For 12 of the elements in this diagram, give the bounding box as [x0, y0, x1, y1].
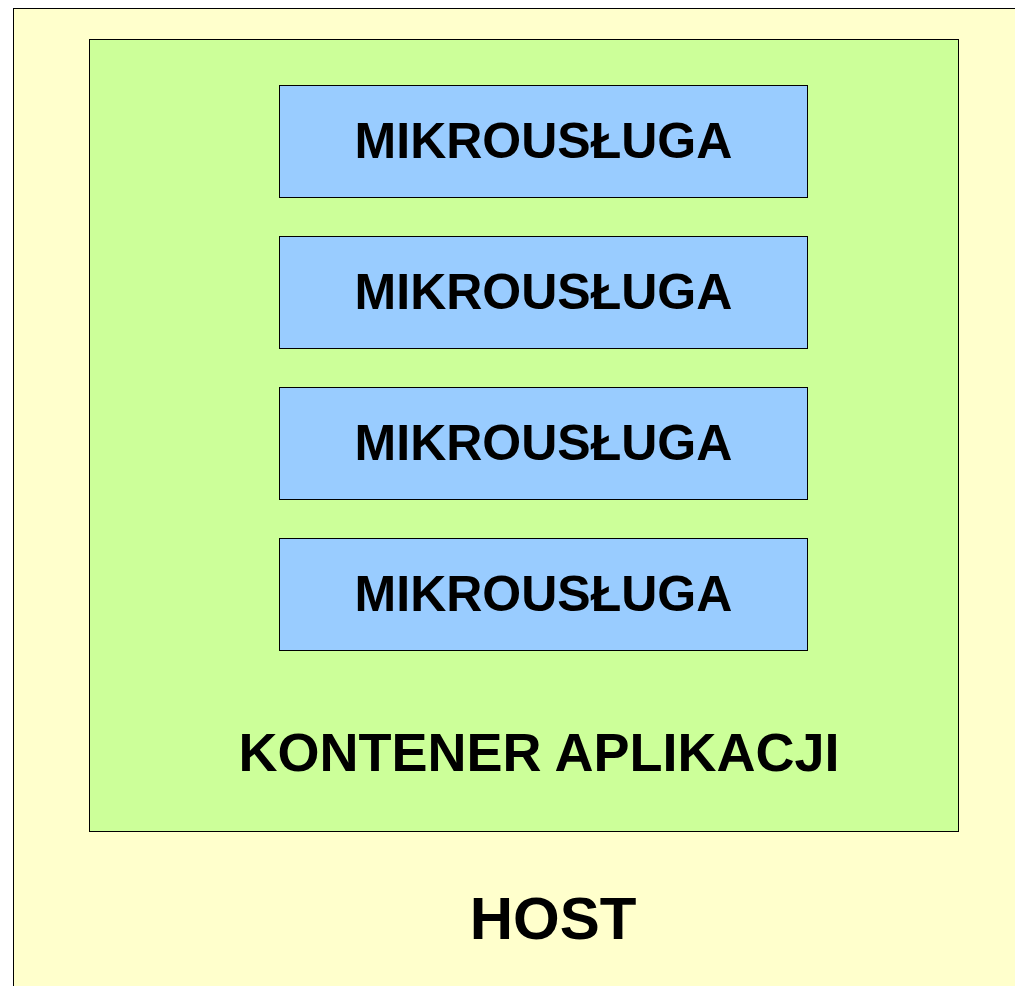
service-box	[279, 236, 808, 349]
service-label: MIKROUSŁUGA	[354, 113, 733, 169]
host-label: HOST	[469, 889, 637, 949]
host-box	[13, 8, 1015, 986]
service-box	[279, 538, 808, 651]
service-box	[279, 387, 808, 500]
container-label: KONTENER APLIKACJI	[238, 725, 840, 779]
service-label: MIKROUSŁUGA	[354, 566, 733, 622]
service-label: MIKROUSŁUGA	[354, 415, 733, 471]
service-box	[279, 85, 808, 198]
service-label: MIKROUSŁUGA	[354, 264, 733, 320]
container-box	[89, 39, 959, 832]
